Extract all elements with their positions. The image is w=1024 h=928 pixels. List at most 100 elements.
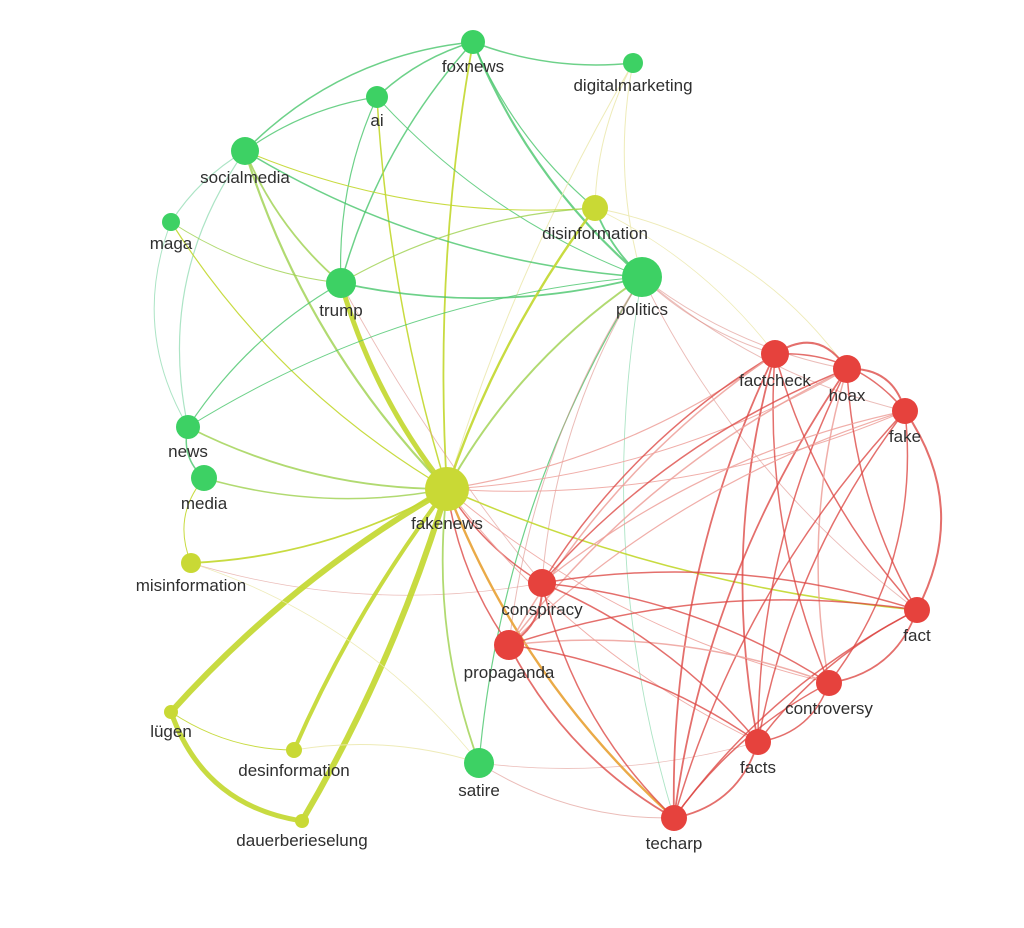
label-politics: politics xyxy=(616,300,668,319)
edge-disinformation-hoax xyxy=(594,207,848,370)
edge-foxnews-socialmedia xyxy=(244,41,474,152)
node-controversy[interactable] xyxy=(816,670,842,696)
node-conspiracy[interactable] xyxy=(528,569,556,597)
edge-politics-fact xyxy=(641,276,918,611)
edge-foxnews-trump xyxy=(340,41,474,284)
node-foxnews[interactable] xyxy=(461,30,485,54)
label-digitalmarketing: digitalmarketing xyxy=(573,76,692,95)
edge-fakenews-desinformation xyxy=(292,487,449,752)
node-fake[interactable] xyxy=(892,398,918,424)
node-facts[interactable] xyxy=(745,729,771,755)
label-foxnews: foxnews xyxy=(442,57,504,76)
edge-fakenews-factcheck xyxy=(446,353,776,490)
edge-fakenews-controversy xyxy=(446,488,830,684)
edge-ai-trump xyxy=(340,96,378,284)
label-disinformation: disinformation xyxy=(542,224,648,243)
edge-fakenews-fake xyxy=(446,410,906,492)
edge-politics-propaganda xyxy=(508,276,643,646)
edge-fact-conspiracy xyxy=(541,571,918,611)
node-socialmedia[interactable] xyxy=(231,137,259,165)
edge-factcheck-controversy xyxy=(772,353,830,684)
edge-factcheck-propaganda xyxy=(508,353,776,646)
edge-ai-fakenews xyxy=(376,96,448,490)
edge-digitalmarketing-politics xyxy=(623,62,643,278)
node-luegen[interactable] xyxy=(164,705,178,719)
node-misinformation[interactable] xyxy=(181,553,201,573)
edge-misinformation-conspiracy xyxy=(190,562,543,596)
edge-fake-propaganda xyxy=(508,410,906,646)
edge-foxnews-digitalmarketing xyxy=(472,41,634,66)
node-trump[interactable] xyxy=(326,268,356,298)
label-fake: fake xyxy=(889,427,921,446)
node-media[interactable] xyxy=(191,465,217,491)
edge-fake-controversy xyxy=(828,410,909,684)
edge-satire-desinformation xyxy=(293,743,480,764)
edge-media-fakenews xyxy=(203,477,448,500)
edge-hoax-conspiracy xyxy=(541,368,848,584)
edge-luegen-dauerberieselung xyxy=(168,709,305,824)
node-disinformation[interactable] xyxy=(582,195,608,221)
label-hoax: hoax xyxy=(829,386,866,405)
edge-politics-conspiracy xyxy=(541,276,643,584)
edge-fakenews-satire xyxy=(441,488,480,764)
node-politics[interactable] xyxy=(622,257,662,297)
node-digitalmarketing[interactable] xyxy=(623,53,643,73)
node-fact[interactable] xyxy=(904,597,930,623)
edge-ai-politics xyxy=(376,96,643,278)
edge-hoax-facts xyxy=(757,368,848,743)
edge-fake-facts xyxy=(757,410,906,743)
label-controversy: controversy xyxy=(785,699,873,718)
label-techarp: techarp xyxy=(646,834,703,853)
edge-techarp-propaganda xyxy=(508,644,675,819)
edge-fake-conspiracy xyxy=(541,410,906,584)
edge-factcheck-techarp xyxy=(672,353,776,819)
label-fakenews: fakenews xyxy=(411,514,483,533)
label-socialmedia: socialmedia xyxy=(200,168,290,187)
edge-trump-politics xyxy=(340,276,643,300)
nodes-layer xyxy=(162,30,930,831)
edge-socialmedia-disinformation xyxy=(244,150,596,211)
edge-misinformation-fakenews xyxy=(190,488,448,564)
node-propaganda[interactable] xyxy=(494,630,524,660)
edge-controversy-propaganda xyxy=(508,639,830,684)
edge-luegen-desinformation xyxy=(170,711,295,751)
edge-socialmedia-fakenews xyxy=(243,149,449,491)
edge-socialmedia-politics xyxy=(244,150,643,278)
edge-fakenews-techarp xyxy=(445,487,676,820)
edge-fakenews-fact xyxy=(446,488,918,611)
edge-controversy-conspiracy xyxy=(541,582,830,684)
node-satire[interactable] xyxy=(464,748,494,778)
label-desinformation: desinformation xyxy=(238,761,350,780)
node-hoax[interactable] xyxy=(833,355,861,383)
edge-controversy-techarp xyxy=(673,682,830,819)
edge-hoax-propaganda xyxy=(508,368,848,646)
edge-media-misinformation xyxy=(183,477,205,564)
edge-hoax-fact xyxy=(846,368,918,611)
edge-facts-propaganda xyxy=(508,644,759,743)
node-desinformation[interactable] xyxy=(286,742,302,758)
node-maga[interactable] xyxy=(162,213,180,231)
edge-trump-news xyxy=(187,282,342,428)
label-misinformation: misinformation xyxy=(136,576,247,595)
node-fakenews[interactable] xyxy=(425,467,469,511)
node-news[interactable] xyxy=(176,415,200,439)
node-factcheck[interactable] xyxy=(761,340,789,368)
edge-politics-satire xyxy=(478,276,643,764)
edge-facts-conspiracy xyxy=(541,582,759,743)
node-dauerberieselung[interactable] xyxy=(295,814,309,828)
label-media: media xyxy=(181,494,228,513)
edge-maga-trump xyxy=(170,221,342,284)
edge-foxnews-fakenews xyxy=(442,41,474,490)
node-ai[interactable] xyxy=(366,86,388,108)
edge-news-fakenews xyxy=(187,426,448,490)
edge-satire-facts xyxy=(478,741,759,769)
edge-foxnews-disinformation xyxy=(472,41,596,209)
edge-fakenews-facts xyxy=(446,488,759,743)
edge-fact-propaganda xyxy=(508,599,918,646)
node-techarp[interactable] xyxy=(661,805,687,831)
edge-satire-techarp xyxy=(478,762,675,819)
label-news: news xyxy=(168,442,208,461)
edge-factcheck-facts xyxy=(741,353,776,743)
